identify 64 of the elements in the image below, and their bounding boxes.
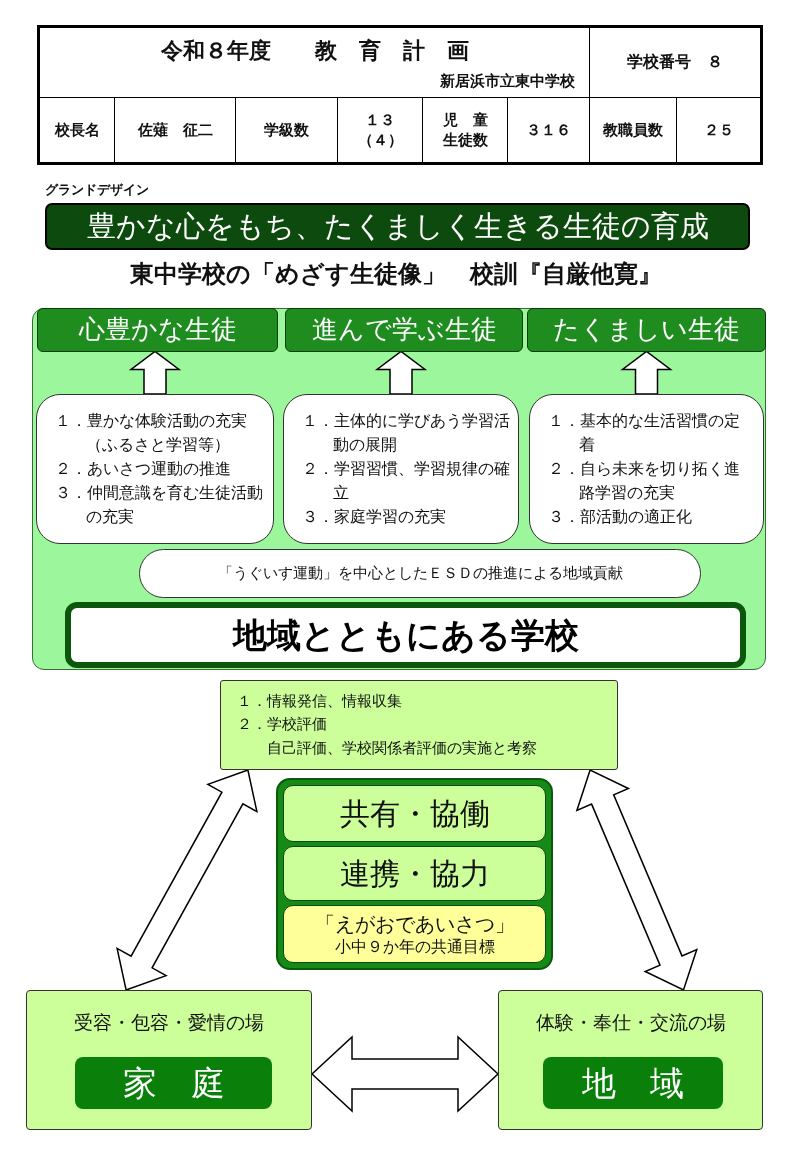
- section-heading: 東中学校の「めざす生徒像」 校訓『自厳他寛』: [130, 259, 662, 290]
- setting-name: 地 域: [582, 1061, 684, 1105]
- field-value: ３１６: [526, 120, 571, 140]
- list-item: １．基本的な生活習慣の定着: [548, 410, 741, 456]
- school-number: 学校番号 ８: [627, 52, 723, 73]
- principle-card: [283, 785, 546, 842]
- greeting-note: 小中９か年の共通目標: [334, 936, 495, 957]
- measures-card: [36, 394, 274, 544]
- field-label: 教職員数: [603, 120, 663, 140]
- list-item: ３．家庭学習の充実: [302, 507, 446, 528]
- measures-card: [283, 394, 519, 544]
- list-item: ３．部活動の適正化: [548, 507, 692, 528]
- heading-text: 進んで学ぶ生徒: [311, 313, 497, 346]
- setting-name: 家 庭: [122, 1061, 225, 1105]
- section-caption: グランドデザイン: [45, 181, 149, 199]
- list-item: ２．あいさつ運動の推進: [55, 459, 231, 480]
- heading-text: たくましい生徒: [553, 313, 740, 346]
- measures-card: [529, 394, 764, 544]
- student-type-tab: [285, 307, 523, 352]
- student-type-tab: [527, 307, 766, 352]
- name-plate: [543, 1057, 723, 1109]
- plan-title: 令和８年度 教 育 計 画: [160, 37, 469, 65]
- block-arrow: [128, 350, 182, 395]
- field-label: 校長名: [54, 120, 100, 140]
- student-type-tab: [37, 307, 278, 352]
- motto-text: 地域とともにある学校: [232, 613, 579, 657]
- field-label: 学級数: [264, 120, 309, 140]
- setting-caption: 受容・包容・愛情の場: [74, 1011, 264, 1035]
- field-value: 佐薙 征二: [137, 120, 213, 140]
- setting-card: [498, 990, 763, 1130]
- list-item: ２．学校評価: [237, 714, 327, 736]
- field-value: ２５: [703, 120, 734, 140]
- greeting-slogan: 「えがおであいさつ」: [314, 911, 515, 937]
- name-plate: [75, 1057, 272, 1109]
- double-headed-block-arrow: [575, 768, 699, 992]
- principle-card: [283, 846, 546, 901]
- setting-caption: 体験・奉仕・交流の場: [535, 1011, 726, 1035]
- block-arrow: [374, 350, 428, 395]
- list-item: ２．自ら未来を切り拓く進路学習の充実: [548, 459, 741, 504]
- heading-text: 心豊かな生徒: [78, 313, 237, 346]
- esd-text: 「うぐいす運動」を中心としたＥＳＤの推進による地域貢献: [217, 564, 623, 583]
- list-item: ３．仲間意識を育む生徒活動の充実: [55, 483, 264, 528]
- setting-card: [26, 990, 312, 1130]
- panel-background: [32, 308, 766, 670]
- goal-text: 豊かな心をもち、たくましく生きる生徒の育成: [86, 208, 709, 245]
- block-arrow: [620, 350, 673, 395]
- partnership-frame: [276, 778, 553, 970]
- school-name: 新居浜市立東中学校: [440, 72, 575, 91]
- field-label: 児 童生徒数: [441, 109, 489, 151]
- list-item: １．豊かな体験活動の充実（ふるさと学習等）: [55, 410, 248, 456]
- double-headed-block-arrow: [310, 1035, 500, 1113]
- list-item: １．主体的に学びあう学習活動の展開: [302, 410, 510, 456]
- list-item: １．情報発信、情報収集: [237, 691, 402, 713]
- principle-text: 共有・協働: [339, 794, 490, 833]
- principle-text: 連携・協力: [339, 854, 490, 893]
- info-card: [220, 680, 618, 770]
- double-headed-block-arrow: [116, 769, 258, 991]
- field-value: １３（４）: [356, 109, 404, 151]
- list-item: ２．学習習慣、学習規律の確立: [302, 459, 510, 504]
- goal-banner: [45, 203, 750, 250]
- motto-frame: [65, 602, 746, 668]
- list-item: 自己評価、学校関係者評価の実施と考察: [266, 737, 537, 759]
- greeting-card: [283, 905, 546, 963]
- esd-pill: [139, 549, 701, 598]
